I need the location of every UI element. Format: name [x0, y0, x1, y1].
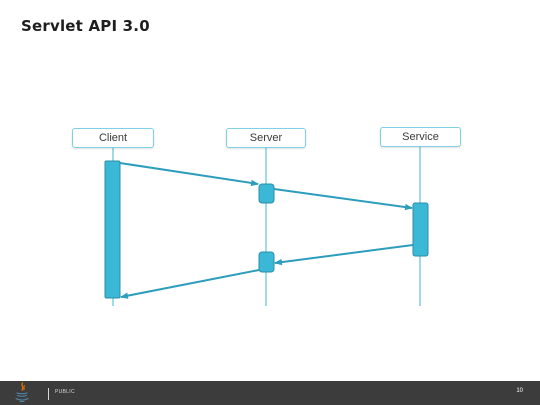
footer-bar: PUBLIC 10 — [0, 381, 540, 405]
server-activation-bar-request — [258, 183, 275, 204]
footer-divider — [48, 388, 49, 400]
client-activation-bar — [104, 160, 121, 299]
footer-classification-label: PUBLIC — [55, 389, 75, 395]
participant-server: Server — [226, 128, 306, 148]
service-activation-bar — [412, 202, 429, 257]
participant-service: Service — [380, 127, 461, 147]
message-server-to-service — [273, 188, 413, 211]
page-number: 10 — [516, 388, 523, 394]
message-server-to-client — [120, 269, 260, 299]
server-activation-bar-response — [258, 251, 275, 273]
message-service-to-server — [274, 244, 414, 266]
java-logo-icon — [15, 382, 29, 402]
participant-client: Client — [72, 128, 154, 148]
slide-title: Servlet API 3.0 — [21, 17, 150, 35]
message-client-to-server — [119, 162, 259, 187]
